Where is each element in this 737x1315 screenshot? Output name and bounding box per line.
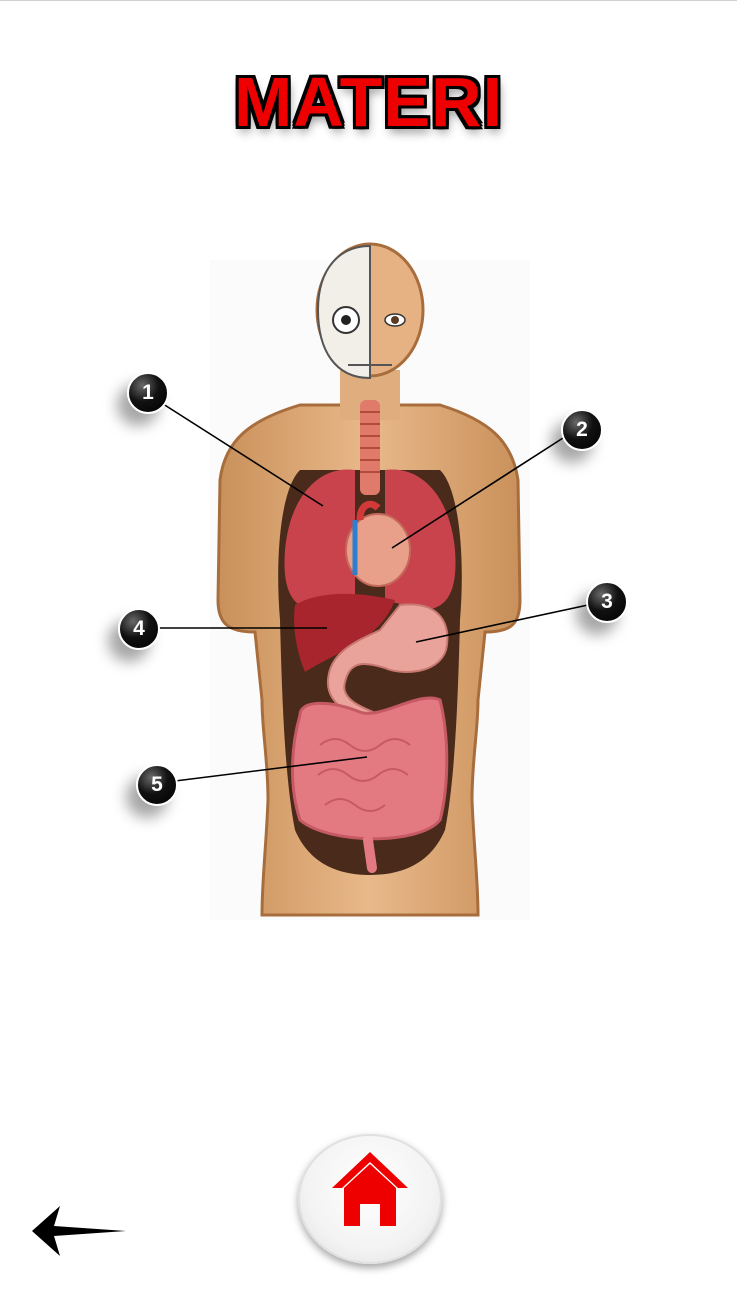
marker-1-lungs[interactable]: 1 (127, 372, 169, 414)
marker-5-intestines[interactable]: 5 (136, 764, 178, 806)
marker-3-stomach[interactable]: 3 (586, 581, 628, 623)
home-icon (332, 1152, 408, 1226)
top-divider (0, 0, 737, 1)
home-button[interactable] (298, 1134, 442, 1264)
anatomy-illustration (157, 242, 589, 917)
back-arrow-icon (32, 1206, 126, 1256)
marker-4-liver[interactable]: 4 (118, 608, 160, 650)
back-button[interactable] (30, 1202, 128, 1260)
page-title: MATERI (233, 63, 504, 141)
marker-2-heart[interactable]: 2 (561, 409, 603, 451)
